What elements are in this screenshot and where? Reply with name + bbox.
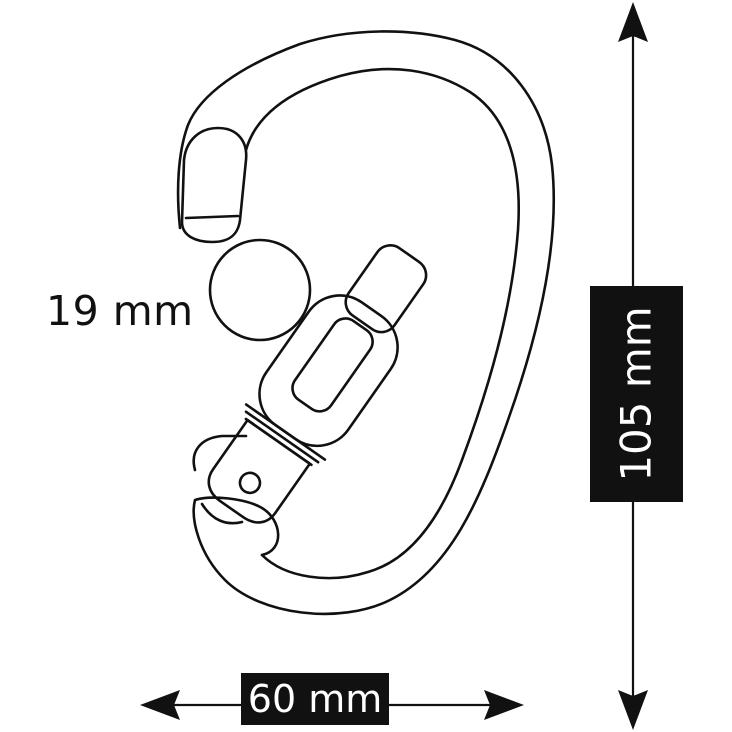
carabiner-hinge-edge <box>200 502 244 525</box>
gate-hinge-block <box>207 418 312 524</box>
gate-opening-label: 19 mm <box>46 287 194 335</box>
sleeve-ring <box>244 403 327 461</box>
width-label: 60 mm <box>247 677 383 721</box>
carabiner-frame-outer <box>176 30 556 616</box>
height-label-box: 105 mm <box>590 286 683 502</box>
height-label: 105 mm <box>611 306 661 482</box>
carabiner-nose <box>180 126 248 244</box>
hinge-pin <box>238 471 262 495</box>
carabiner-hinge <box>192 434 248 472</box>
gate-opening-circle <box>208 238 312 342</box>
gate-assembly <box>207 244 428 524</box>
carabiner-frame-inner <box>244 67 520 580</box>
sleeve-window <box>291 317 374 413</box>
locking-sleeve <box>258 294 399 448</box>
width-label-box: 60 mm <box>241 673 389 725</box>
sleeve-ring <box>244 410 320 464</box>
gate-rod <box>344 244 428 334</box>
carabiner-nose-line <box>184 214 240 220</box>
